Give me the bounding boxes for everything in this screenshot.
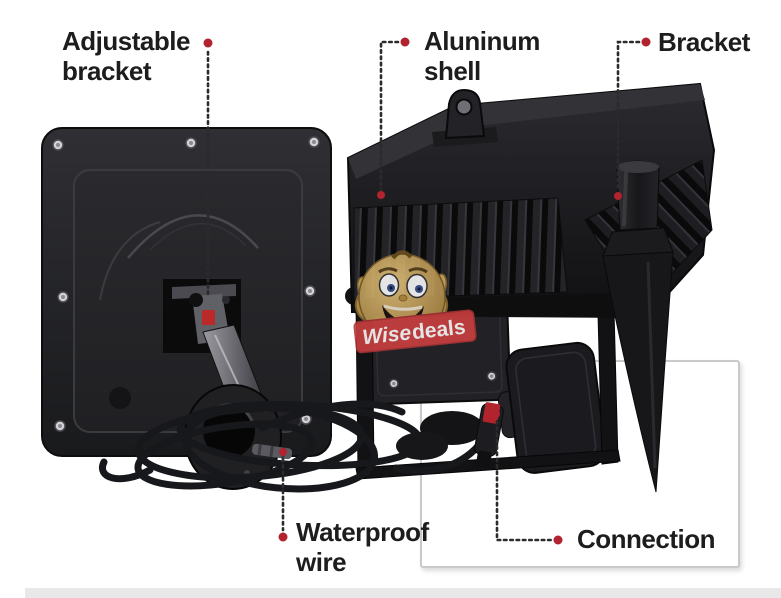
callout-label-adjustable-bracket: Adjustable bracket [62, 26, 190, 86]
adjustable-bracket-dot-icon [203, 38, 213, 48]
wisedeals-watermark: Wisedeals [353, 250, 477, 354]
connection-line [495, 419, 553, 542]
bracket-line [616, 40, 641, 191]
waterproof-wire-dot-icon [278, 532, 288, 542]
pir-sensor [497, 341, 607, 474]
callout-label-waterproof-wire: Waterproof wire [296, 517, 429, 577]
ground-spike [602, 160, 674, 493]
bottom-strip [25, 588, 781, 598]
bracket-dot-icon [641, 37, 651, 47]
callout-label-bracket: Bracket [658, 27, 750, 57]
callout-dots [203, 37, 651, 545]
callout-label-connection: Connection [577, 524, 716, 554]
bracket-end-dot-icon [614, 192, 622, 200]
panel-dimple [109, 387, 131, 409]
aluninum-shell-dot-icon [400, 37, 410, 47]
waterproof-wire-end-dot-icon [279, 448, 287, 456]
connection-dot-icon [553, 535, 563, 545]
aluninum-shell-line [379, 40, 400, 192]
callout-label-aluninum-shell: Aluninum shell [424, 26, 540, 86]
wisedeals-brand-text: Wisedeals [361, 316, 466, 350]
aluninum-shell-end-dot-icon [377, 191, 385, 199]
wisedeals-banner: Wisedeals [353, 309, 477, 354]
hanging-tab [432, 88, 498, 147]
connection-end-dot-icon [492, 410, 500, 418]
